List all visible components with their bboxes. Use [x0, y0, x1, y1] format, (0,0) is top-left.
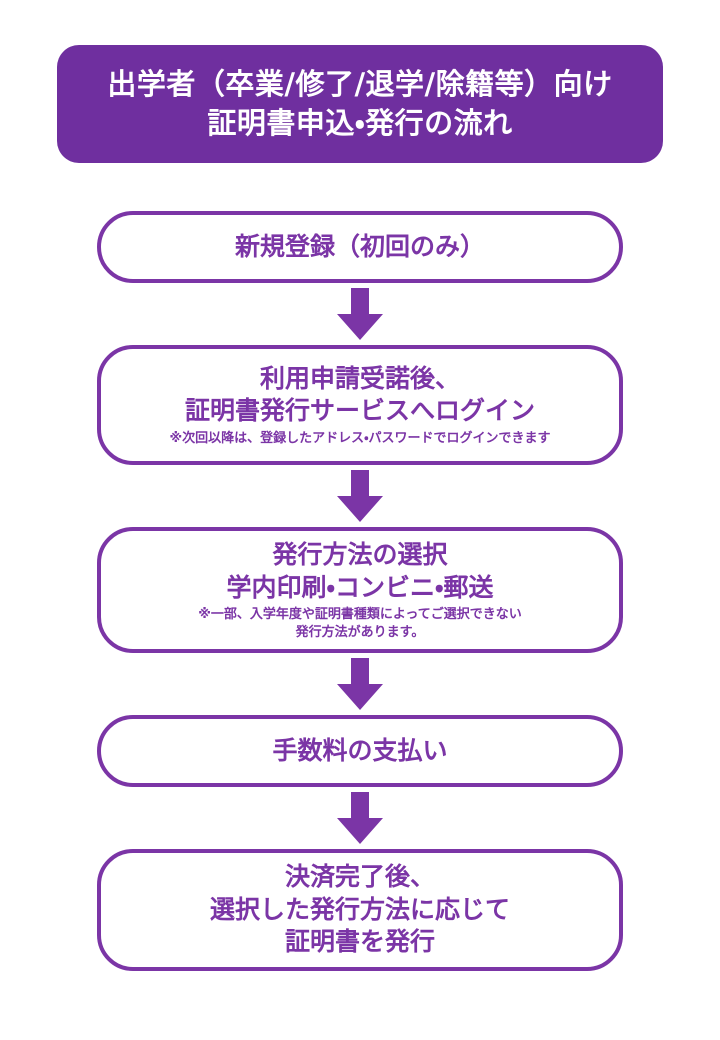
down-arrow-icon	[337, 288, 383, 340]
flow-step-3-issuance-method: 発行方法の選択 学内印刷・コンビニ・郵送 ※一部、入学年度や証明書種類によってご…	[97, 527, 623, 654]
step-1-line-1: 新規登録（初回のみ）	[234, 231, 485, 261]
step-2-line-2: 証明書発行サービスへログイン	[184, 396, 535, 426]
step-5-line-3: 証明書を発行	[284, 927, 435, 957]
step-3-line-2: 学内印刷・コンビニ・郵送	[226, 572, 494, 602]
flow-step-1-new-registration: 新規登録（初回のみ）	[97, 211, 623, 283]
step-2-line-1: 利用申請受諾後、	[259, 363, 460, 393]
down-arrow-icon	[337, 792, 383, 845]
step-3-line-1: 発行方法の選択	[272, 540, 448, 569]
flow-step-2-login: 利用申請受諾後、 証明書発行サービスへログイン ※次回以降は、登録したアドレス・…	[97, 345, 623, 465]
down-arrow-icon	[337, 470, 383, 522]
down-arrow-icon	[337, 658, 383, 711]
flow-step-4-fee-payment: 手数料の支払い	[97, 715, 623, 788]
step-3-note-1: ※一部、入学年度や証明書種類によってご選択できない	[198, 607, 522, 622]
header-title-line-2: 証明書申込・発行の流れ	[207, 106, 513, 140]
step-3-note-2: 発行方法があります。	[295, 624, 425, 640]
step-5-line-2: 選択した発行方法に応じて	[209, 894, 510, 924]
header-title-line-1: 出学者（卒業/修了/退学/除籍等）向け	[107, 67, 613, 102]
flow-step-5-certificate-issued: 決済完了後、 選択した発行方法に応じて 証明書を発行	[97, 849, 623, 971]
step-5-line-1: 決済完了後、	[284, 862, 435, 892]
step-2-note-1: ※次回以降は、登録したアドレス・パスワードでログインできます	[169, 430, 551, 446]
step-4-line-1: 手数料の支払い	[272, 735, 448, 765]
flowchart-header-banner: 出学者（卒業/修了/退学/除籍等）向け 証明書申込・発行の流れ	[57, 45, 663, 163]
